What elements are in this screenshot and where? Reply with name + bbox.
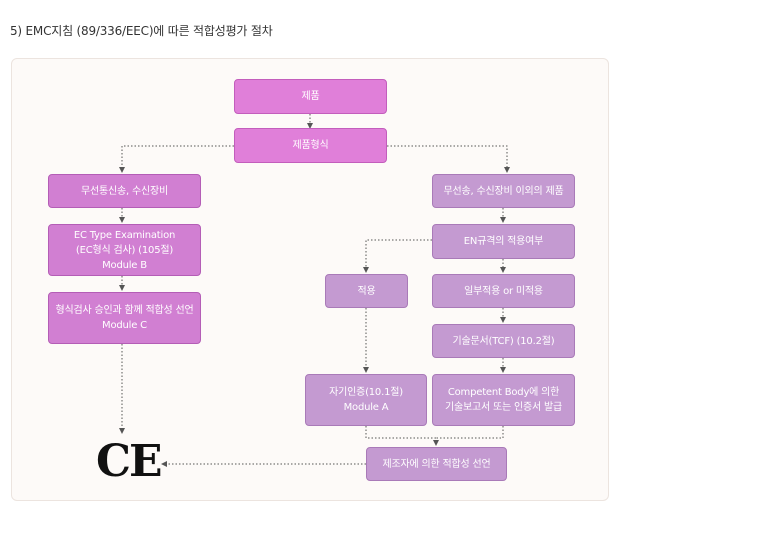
ce-mark: CE (96, 436, 163, 487)
box-product-label: 제품 (301, 91, 320, 102)
box-self-certification: 자기인증(10.1절) Module A (305, 374, 427, 426)
ec-type-line-2: (EC형식 검사) (105절) (75, 244, 174, 256)
declaration-label: 제조자에 의한 적합성 선언 (382, 458, 491, 470)
competent-body-line-2: 기술보고서 또는 인증서 발급 (445, 402, 562, 413)
box-ec-type-examination: EC Type Examination (EC형식 검사) (105절) Mod… (48, 224, 201, 276)
page-title: 5) EMC지침 (89/336/EEC)에 따른 적합성평가 절차 (10, 24, 273, 38)
box-applied-label: 적용 (357, 285, 376, 297)
type-approval-line-1: 형식검사 승인과 함께 적합성 선언 (55, 305, 194, 316)
connector-type-to-radio (119, 145, 234, 173)
box-product-type: 제품형식 (234, 128, 387, 163)
box-tcf-label: 기술문서(TCF) (10.2절) (452, 335, 555, 347)
box-radio-equipment: 무선통신송, 수신장비 (48, 174, 201, 208)
box-non-radio-product: 무선송, 수신장비 이외의 제품 (432, 174, 575, 208)
box-product: 제품 (234, 79, 387, 114)
ec-type-line-3: Module B (102, 259, 147, 271)
box-en-standard-label: EN규격의 적용여부 (463, 236, 544, 247)
competent-body-line-1: Competent Body에 의한 (447, 387, 560, 398)
box-product-type-label: 제품형식 (292, 140, 329, 151)
connector-en-to-applied (363, 239, 432, 273)
box-non-radio-label: 무선송, 수신장비 이외의 제품 (443, 185, 564, 197)
connector-type-to-nonradio (387, 145, 510, 173)
box-competent-body: Competent Body에 의한 기술보고서 또는 인증서 발급 (432, 374, 575, 426)
box-partial-label: 일부적용 or 미적용 (464, 285, 543, 297)
box-technical-file: 기술문서(TCF) (10.2절) (432, 324, 575, 358)
connector-selfcert-to-declaration (365, 426, 439, 446)
type-approval-line-2: Module C (102, 320, 147, 331)
connector-competent-to-declaration (436, 426, 504, 439)
box-radio-equipment-label: 무선통신송, 수신장비 (81, 185, 168, 197)
ec-type-line-1: EC Type Examination (73, 229, 176, 241)
box-en-standard: EN규격의 적용여부 (432, 224, 575, 259)
box-applied: 적용 (325, 274, 408, 308)
box-manufacturer-declaration: 제조자에 의한 적합성 선언 (366, 447, 507, 481)
self-cert-line-1: 자기인증(10.1절) (329, 387, 403, 398)
box-partial-not-applied: 일부적용 or 미적용 (432, 274, 575, 308)
self-cert-line-2: Module A (343, 402, 389, 413)
box-type-approval: 형식검사 승인과 함께 적합성 선언 Module C (48, 292, 201, 344)
